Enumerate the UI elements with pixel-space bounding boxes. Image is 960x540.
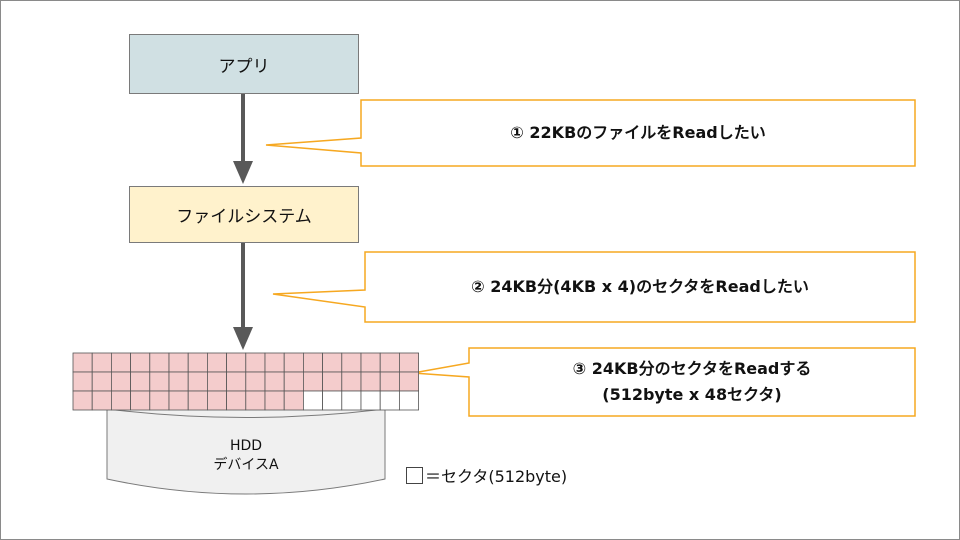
sector-cell-read [72, 390, 93, 411]
sector-cell-read [206, 371, 227, 392]
sector-cell-read [322, 371, 343, 392]
sector-cell-read [226, 390, 247, 411]
arrow-app-to-fs [233, 94, 253, 184]
sector-cell-read [283, 352, 304, 373]
sector-cell-read [206, 390, 227, 411]
sector-cell-read [245, 352, 266, 373]
sector-cell-read [245, 371, 266, 392]
sector-cell-read [206, 352, 227, 373]
sector-cell-read [226, 352, 247, 373]
legend: ＝セクタ(512byte) [406, 463, 567, 487]
sector-cell-read [91, 390, 112, 411]
sector-cell-empty [398, 390, 419, 411]
sector-cell-read [398, 371, 419, 392]
filesystem-box-label: ファイルシステム [176, 207, 312, 227]
sector-cell-read [187, 352, 208, 373]
sector-cell-read [341, 371, 362, 392]
sector-cell-read [398, 352, 419, 373]
sector-cell-empty [322, 390, 343, 411]
sector-cell-read [283, 371, 304, 392]
sector-cell-read [360, 352, 381, 373]
sector-cell-read [187, 371, 208, 392]
sector-cell-read [168, 390, 189, 411]
sector-cell-empty [341, 390, 362, 411]
sector-cell-read [130, 371, 151, 392]
sector-cell-read [264, 352, 285, 373]
sector-cell-read [149, 371, 170, 392]
hdd-label-line1: HDD [229, 438, 263, 454]
legend-label: ＝セクタ(512byte) [425, 467, 568, 486]
callout-step3-shape [412, 347, 916, 417]
callout-step2: ② 24KB分(4KB x 4)のセクタをReadしたい [365, 252, 915, 322]
sector-cell-read [322, 352, 343, 373]
sector-cell-read [111, 390, 132, 411]
sector-cell-read [264, 390, 285, 411]
sector-cell-read [379, 371, 400, 392]
sector-cell-read [149, 352, 170, 373]
sector-cell-read [168, 371, 189, 392]
callout-step1-shape [265, 99, 916, 167]
sector-cell-read [245, 390, 266, 411]
callout-step2-text: ② 24KB分(4KB x 4)のセクタをReadしたい [471, 277, 809, 296]
filesystem-box: ファイルシステム [129, 186, 359, 243]
sector-cell-read [379, 352, 400, 373]
callout-step3-line1: ③ 24KB分のセクタをReadする [572, 359, 812, 378]
sector-cell-read [72, 352, 93, 373]
sector-cell-read [360, 371, 381, 392]
sector-cell-read [283, 390, 304, 411]
app-box-label: アプリ [218, 56, 270, 77]
sector-cell-empty [302, 390, 323, 411]
sector-cell-read [341, 352, 362, 373]
sector-cell-read [264, 371, 285, 392]
hdd-label-line2: デバイスA [213, 457, 279, 473]
sector-cell-read [111, 371, 132, 392]
sector-legend-square [406, 466, 423, 484]
sector-cell-read [149, 390, 170, 411]
callout-step3-line2: (512byte x 48セクタ) [602, 385, 782, 404]
callout-step3: ③ 24KB分のセクタをReadする (512byte x 48セクタ) [469, 348, 915, 416]
sector-cell-read [302, 352, 323, 373]
sector-cell-read [226, 371, 247, 392]
sector-cell-read [130, 352, 151, 373]
sector-cell-read [302, 371, 323, 392]
sector-cell-read [72, 371, 93, 392]
app-box: アプリ [129, 34, 359, 94]
arrow-fs-to-disk [233, 243, 253, 350]
callout-step2-shape [272, 251, 916, 323]
callout-step1: ① 22KBのファイルをReadしたい [361, 100, 915, 166]
sector-cell-empty [379, 390, 400, 411]
hdd-label: HDD デバイスA [107, 437, 385, 475]
sector-cell-empty [360, 390, 381, 411]
sector-cell-read [187, 390, 208, 411]
sector-cell-read [168, 352, 189, 373]
sector-cell-read [91, 352, 112, 373]
sector-cell-read [130, 390, 151, 411]
sector-grid [72, 352, 419, 411]
sector-cell-read [111, 352, 132, 373]
sector-cell-read [91, 371, 112, 392]
callout-step1-text: ① 22KBのファイルをReadしたい [510, 123, 766, 142]
hdd-cylinder [106, 408, 386, 495]
